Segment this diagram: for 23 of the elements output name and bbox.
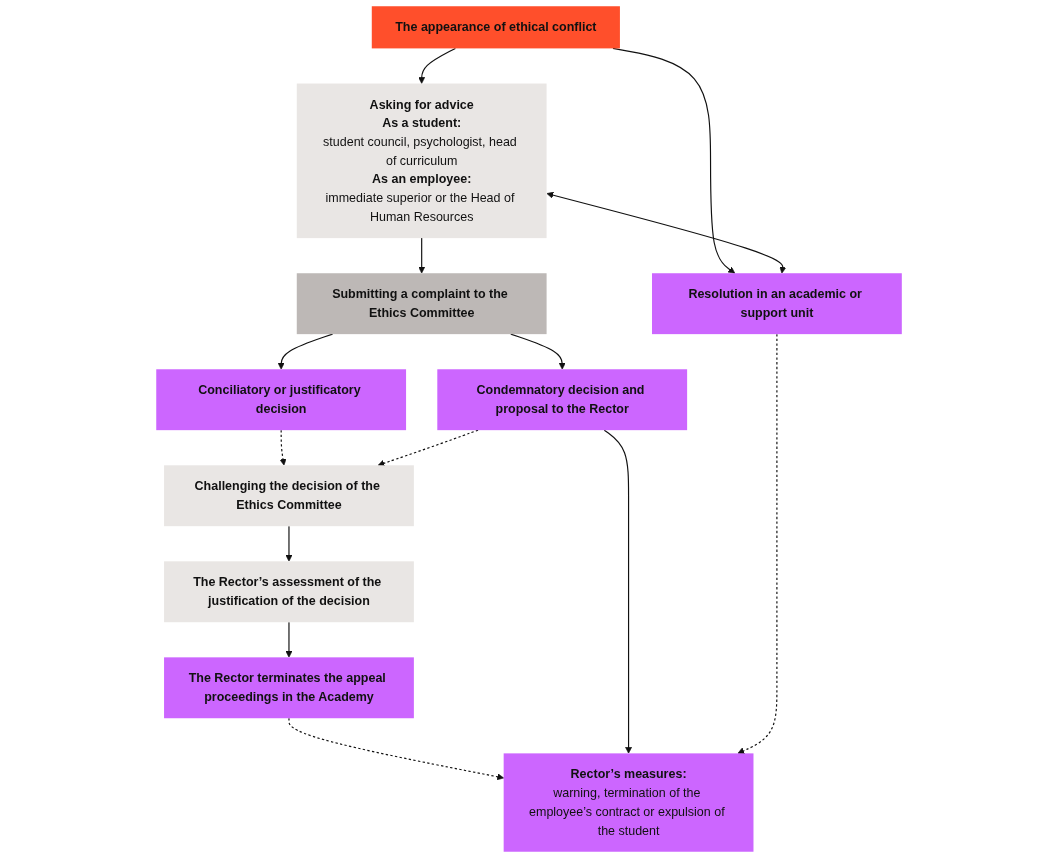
node-box: Challenging the decision of the Ethics Committee	[164, 465, 414, 527]
arrow	[737, 333, 778, 754]
arrow	[277, 333, 334, 370]
node-box: Conciliatory or justificatory decision	[156, 369, 407, 431]
node-box: Condemnatory decision and proposal to the Rector	[437, 369, 688, 431]
node-box: Asking for advice As a student: student council, psychologist, head of curriculum As an employee: immediate superior or the Head of Human Resources	[296, 83, 547, 239]
arrow	[546, 191, 787, 274]
node-box: The Rector terminates the appeal proceedings in the Academy	[164, 657, 414, 719]
node-box: Submitting a complaint to the Ethics Committee	[296, 273, 547, 335]
arrow	[279, 429, 287, 466]
arrow	[418, 237, 426, 274]
node-box: The Rector’s assessment of the justification of the decision	[164, 561, 414, 623]
arrow	[285, 621, 293, 658]
arrow	[285, 525, 293, 562]
arrow	[377, 429, 479, 467]
node-box: Resolution in an academic or support unit	[651, 273, 902, 335]
node-box: Rector’s measures: warning, termination of the employee’s contract or expulsion of the student	[503, 753, 754, 852]
arrow	[603, 429, 632, 754]
node-box: The appearance of ethical conflict	[371, 6, 620, 49]
arrow	[612, 47, 736, 274]
arrow	[288, 717, 504, 781]
arrow	[418, 47, 456, 84]
arrow	[510, 333, 566, 370]
